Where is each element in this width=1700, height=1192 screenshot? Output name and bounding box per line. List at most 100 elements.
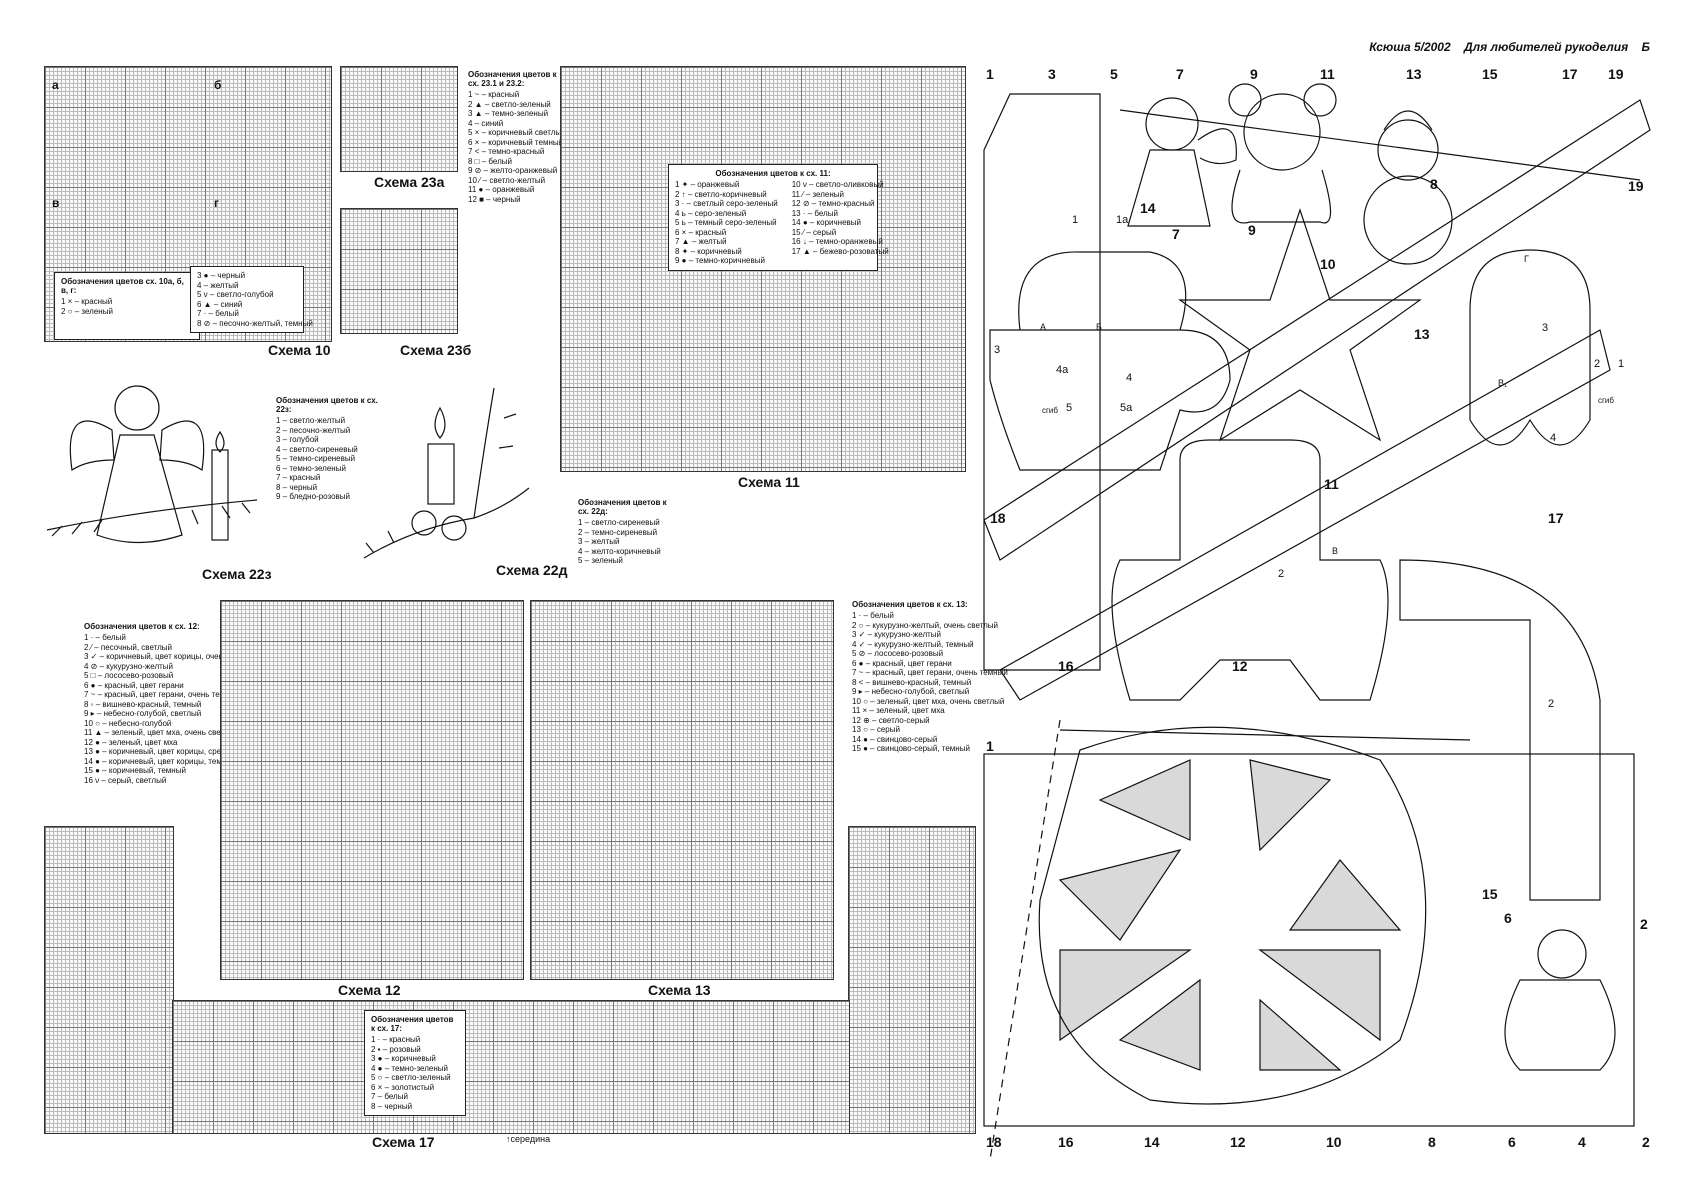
legend-scheme-13: Обозначения цветов к сх. 13: 1 · – белый… — [846, 596, 1008, 758]
pattern-piece-label: 11 — [1324, 476, 1339, 492]
pattern-piece-label: 1 — [1618, 358, 1625, 370]
fir-branch — [46, 499, 258, 537]
legend-13-item: 13 ○ – серый — [852, 725, 900, 734]
angel-head — [1145, 97, 1199, 151]
pattern-bottom-numbers: 18 16 14 12 10 8 6 4 2 — [986, 1134, 1656, 1152]
legend-23-item: 7 < – темно-красный — [468, 147, 545, 156]
pattern-piece-label: В₁ — [1498, 378, 1508, 388]
legend-10-item: 6 ▲ – синий — [197, 299, 243, 309]
legend-10-title: Обозначения цветов сх. 10а, б, в, г: — [61, 277, 184, 295]
legend-scheme-11: Обозначения цветов к сх. 11: 1 ✦ – оранж… — [668, 164, 889, 271]
star-shape — [1178, 208, 1422, 442]
bear-ear — [1228, 83, 1262, 117]
bear-body — [1231, 169, 1332, 224]
scheme-13-grid — [530, 600, 834, 980]
pattern-side-number: 2 — [1640, 916, 1648, 932]
legend-12-item: 7 ~ – красный, цвет герани, очень темный — [84, 690, 240, 699]
middle-mark-label: середина — [510, 1134, 551, 1144]
angel-head — [1537, 929, 1587, 979]
pattern-piece-label: 1 — [1072, 214, 1079, 226]
pattern-piece-label: Б — [1096, 322, 1102, 332]
pattern-frame-upper — [983, 93, 1101, 671]
legend-12-item: 15 ● – коричневый, темный — [84, 766, 186, 775]
bear-head — [1243, 93, 1321, 171]
pattern-piece-label: 15 — [1482, 886, 1498, 902]
pattern-piece-label: 5 — [1066, 402, 1073, 414]
ghost-shape — [1469, 249, 1591, 446]
legend-22z-item: 8 – черный — [276, 482, 318, 492]
scheme-17-grid-right — [848, 826, 976, 1134]
pattern-number: 9 — [1250, 66, 1258, 82]
legend-10-item: 7 · – белый — [197, 309, 239, 318]
pattern-piece-label: 14 — [1140, 200, 1156, 216]
legend-11-item: 14 ● – коричневый — [791, 218, 862, 227]
pattern-piece-label: 3 — [994, 344, 1001, 356]
snowman-hat — [1383, 110, 1433, 131]
pattern-shaded-pane — [1258, 949, 1381, 1042]
pattern-piece-label: 13 — [1414, 326, 1430, 342]
legend-scheme-22z: Обозначения цветов к сх. 22з: 1 – светло… — [270, 392, 392, 506]
legend-12-item: 12 ● – зеленый, цвет мха — [84, 737, 178, 747]
pattern-side-number: 1 — [986, 738, 994, 754]
legend-12-item: 16 ν – серый, светлый — [84, 775, 167, 785]
legend-11-item: 9 ● – темно-коричневый — [675, 256, 765, 265]
scheme-22d-drawing — [363, 387, 530, 559]
legend-17-item: 4 ● – темно-зеленый — [371, 1063, 448, 1073]
legend-22z-item: 6 – темно-зеленый — [276, 463, 346, 473]
legend-17-item: 5 ○ – светло-зеленый — [371, 1073, 451, 1082]
gingerbread-head — [1018, 251, 1187, 331]
legend-22z-item: 1 – светло-желтый — [276, 416, 346, 425]
scheme-11-caption: Схема 11 — [738, 474, 800, 490]
legend-22z-item: 2 – песочно-желтый — [276, 425, 351, 435]
legend-scheme-22d: Обозначения цветов к сх. 22д: 1 – светло… — [572, 494, 684, 570]
legend-12-item: 1 · – белый — [84, 633, 126, 642]
pattern-shaded-pane — [1249, 759, 1332, 852]
legend-10-item: 4 – желтый — [197, 280, 239, 290]
legend-11-item: 5 ь – темный серо-зеленый — [675, 218, 777, 227]
legend-13-item: 14 ● – свинцово-серый — [852, 734, 938, 744]
scheme-13-caption: Схема 13 — [648, 982, 711, 998]
legend-23-item: 1 ~ – красный — [468, 90, 520, 99]
legend-12-item: 5 □ – лососево-розовый — [84, 671, 174, 680]
legend-12-item: 9 ▸ – небесно-голубой, светлый — [84, 709, 202, 718]
pattern-number: 17 — [1562, 66, 1578, 82]
legend-12-item: 13 ● – коричневый, цвет корицы, средний — [84, 747, 240, 756]
legend-13-item: 6 ● – красный, цвет герани — [852, 658, 952, 668]
pattern-wheel-outline — [1038, 726, 1427, 1105]
legend-23-item: 9 ⊘ – желто-оранжевый — [468, 166, 558, 175]
legend-22d-item: 3 – желтый — [578, 537, 620, 546]
legend-11-item: 1 ✦ – оранжевый — [675, 180, 740, 189]
legend-22d-title: Обозначения цветов к сх. 22д: — [578, 498, 667, 516]
pattern-shaded-pane — [1098, 759, 1191, 841]
legend-scheme-23: Обозначения цветов к сх. 23.1 и 23.2: 1 … — [462, 66, 574, 208]
legend-13-item: 7 ~ – красный, цвет герани, очень темный — [852, 668, 1008, 677]
angel-dress — [96, 434, 183, 544]
legend-11-item: 6 × – красный — [675, 227, 727, 237]
pattern-piece-label: 18 — [990, 510, 1006, 526]
pattern-number: 2 — [1642, 1134, 1650, 1150]
page-letter: Б — [1641, 40, 1651, 54]
legend-13-item: 10 ○ – зеленый, цвет мха, очень светлый — [852, 696, 1005, 706]
legend-22z-item: 5 – темно-сиреневый — [276, 454, 356, 463]
pattern-number: 19 — [1608, 66, 1624, 82]
legend-11-item: 4 ь – серо-зеленый — [675, 208, 747, 218]
pattern-piece-label: 1а — [1116, 214, 1129, 226]
pattern-piece-label: 4 — [1126, 372, 1133, 384]
pattern-number: 6 — [1508, 1134, 1516, 1150]
pattern-number: 5 — [1110, 66, 1118, 82]
legend-11-item: 17 ▲ – бежево-розоватый — [791, 246, 889, 256]
scheme-10-label-g: г — [214, 196, 219, 210]
pattern-piece-label: Г — [1524, 254, 1529, 264]
pattern-ribbon — [999, 329, 1611, 701]
section-title: Для любителей рукоделия — [1464, 40, 1629, 54]
legend-23-item: 6 × – коричневый темный — [468, 137, 564, 147]
legend-23-item: 8 □ – белый — [468, 156, 512, 166]
candle — [427, 443, 455, 505]
scheme-12-caption: Схема 12 — [338, 982, 401, 998]
pattern-piece-label: 3 — [1542, 322, 1549, 334]
scheme-22z-drawing — [46, 385, 258, 544]
pattern-piece-label: В — [1332, 546, 1339, 556]
legend-12-item: 2 ⁄ – песочный, светлый — [84, 642, 173, 652]
scheme-10-caption: Схема 10 — [268, 342, 331, 358]
